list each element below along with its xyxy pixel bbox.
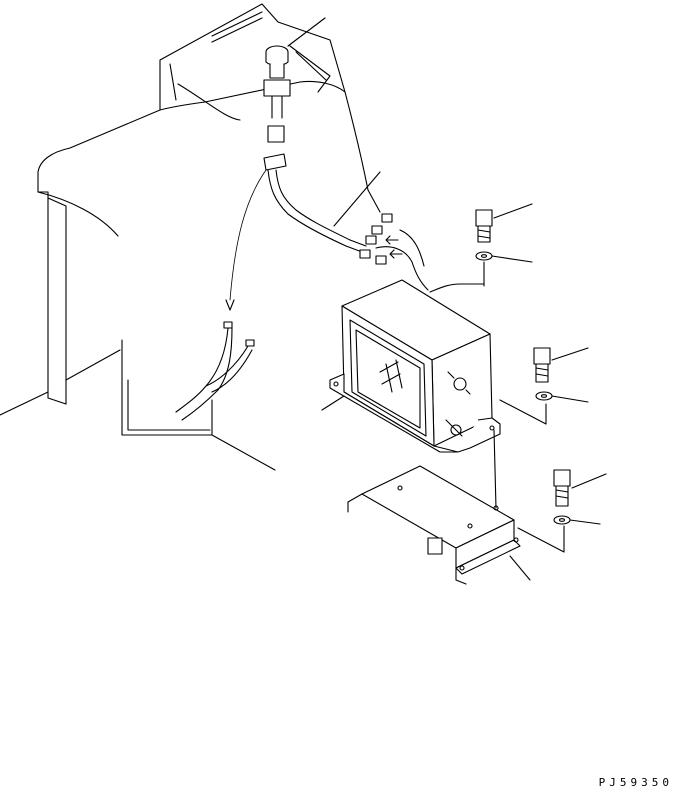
washer-top: [476, 252, 532, 286]
wiring-harness: [176, 154, 428, 420]
operator-seat: [0, 4, 380, 470]
controller-box: [322, 280, 500, 452]
horn-switch: [264, 18, 325, 142]
washer-bottom: [518, 516, 600, 552]
mounting-bracket: [348, 430, 530, 584]
bolt-top: [476, 204, 532, 242]
bolt-middle: [534, 348, 588, 382]
drawing-code: PJ59350: [598, 776, 673, 789]
washer-middle: [500, 392, 588, 424]
bolt-bottom: [554, 470, 606, 506]
